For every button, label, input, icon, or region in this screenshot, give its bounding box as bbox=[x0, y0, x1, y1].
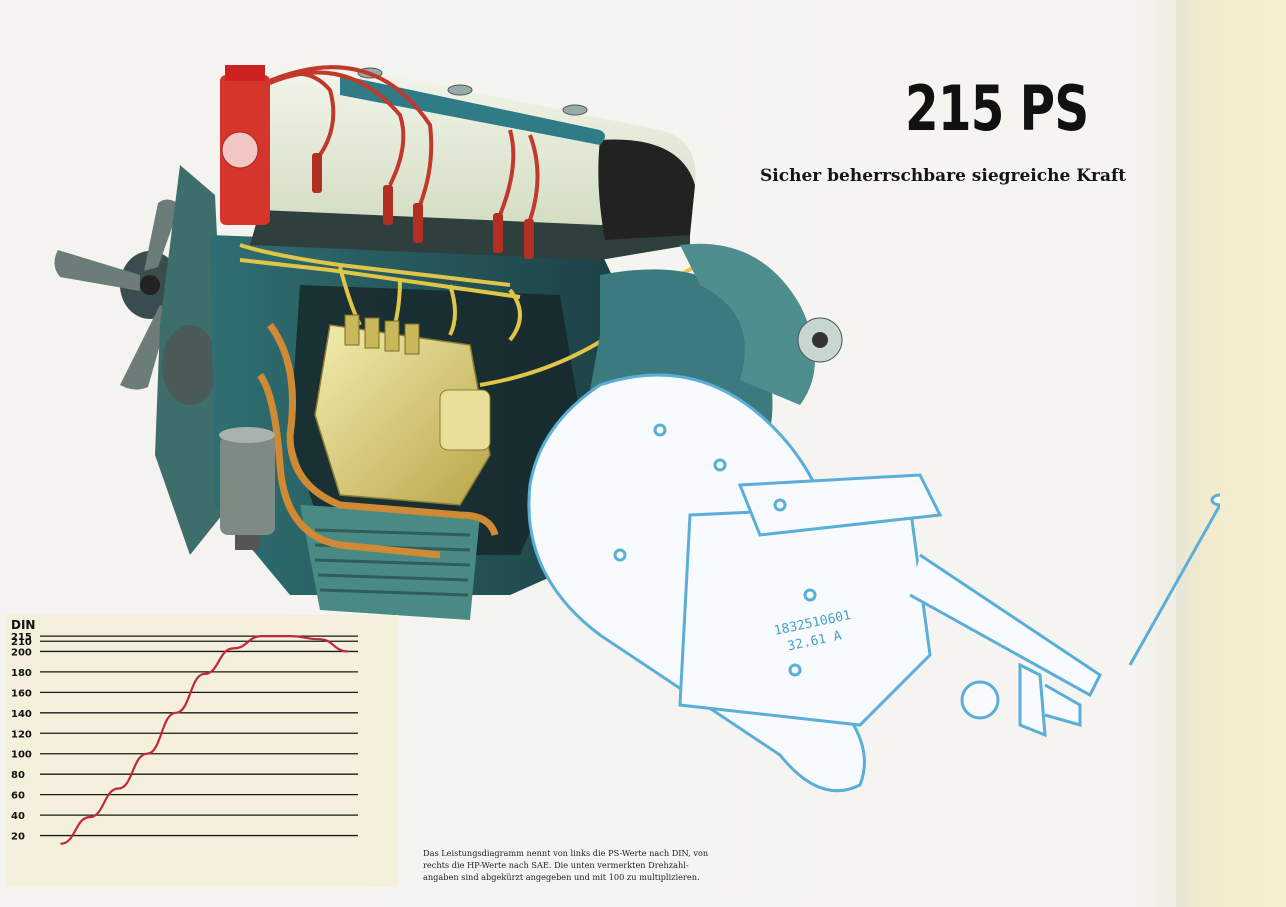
chart-ytick-label: 80 bbox=[11, 770, 25, 781]
headline-215-ps: 215 PS bbox=[905, 72, 1089, 145]
chart-note: Das Leistungsdiagramm nennt von links di… bbox=[423, 847, 733, 883]
chart-point bbox=[117, 787, 120, 790]
chart-ytick-label: 40 bbox=[11, 811, 25, 822]
subheadline: Sicher beherrschbare siegreiche Kraft bbox=[760, 166, 1127, 186]
chart-ytick-label: 140 bbox=[11, 709, 32, 720]
page-fold-edge bbox=[1176, 0, 1286, 907]
chart-ytick-label: 100 bbox=[11, 750, 32, 761]
ignition-leads bbox=[248, 65, 540, 221]
chart-ytick-label: 20 bbox=[11, 832, 25, 843]
chart-note-line-3: angaben sind abgekürzt angegeben und mit… bbox=[423, 872, 700, 882]
chart-point bbox=[232, 647, 234, 650]
gearbox bbox=[527, 373, 1220, 793]
chart-ytick-label: 60 bbox=[11, 791, 25, 802]
engine-illustration: 1832510601 32.61 A bbox=[54, 62, 1220, 793]
chart-ytick-label: 180 bbox=[11, 668, 32, 679]
valve-cover bbox=[260, 62, 696, 250]
chart-point bbox=[60, 842, 62, 845]
chart-note-line-1: Das Leistungsdiagramm nennt von links di… bbox=[423, 848, 709, 858]
oil-lines bbox=[257, 322, 499, 559]
chart-point bbox=[175, 712, 177, 714]
distributor bbox=[220, 65, 270, 225]
chart-point bbox=[289, 635, 292, 637]
chart-ytick-label: 120 bbox=[11, 729, 32, 740]
chart-ylabel: DIN bbox=[11, 618, 35, 632]
chart-point bbox=[146, 752, 148, 755]
chart-point bbox=[318, 638, 321, 640]
oil-filter bbox=[219, 427, 275, 550]
chart-point bbox=[347, 650, 349, 653]
chart-ytick-label: 210 bbox=[11, 637, 32, 648]
chart-ytick-label: 200 bbox=[11, 647, 32, 658]
chart-point bbox=[88, 816, 91, 818]
chart-ytick-label: 160 bbox=[11, 688, 32, 699]
injection-pump bbox=[314, 314, 491, 506]
chart-point bbox=[261, 635, 263, 637]
power-chart-panel bbox=[6, 615, 398, 887]
intake-manifold bbox=[340, 75, 605, 145]
chart-ytick-label: 215 bbox=[11, 632, 32, 643]
chart-point bbox=[203, 673, 206, 675]
chart-note-line-2: rechts die HP-Werte nach SAE. Die unten … bbox=[423, 860, 689, 870]
chart-power-curve bbox=[60, 635, 349, 845]
